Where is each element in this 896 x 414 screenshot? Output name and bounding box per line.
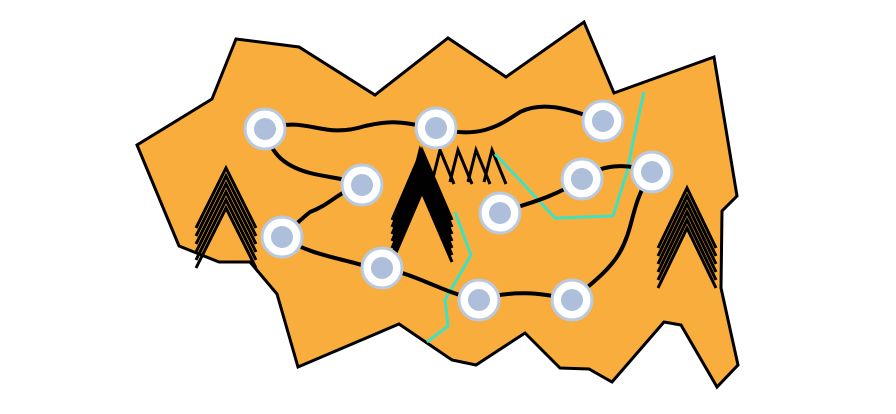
location-node-n1[interactable]	[243, 107, 287, 151]
route-path	[434, 104, 605, 135]
mountain-ridge-icon	[194, 172, 258, 237]
mountain-ridge-icon	[656, 200, 718, 265]
location-node-n9[interactable]	[560, 157, 604, 201]
mountain-peak-icon	[430, 145, 456, 185]
node-core	[271, 226, 293, 248]
mountain-ridge-icon	[656, 184, 718, 249]
mountain-ridge-icon	[656, 208, 718, 273]
location-node-n11[interactable]	[478, 191, 522, 235]
location-node-n8[interactable]	[550, 278, 594, 322]
mountain-ridge-icon	[194, 180, 258, 245]
mountain-ridge-icon	[390, 167, 454, 242]
node-core	[468, 289, 490, 311]
mountain-ridge-icon	[656, 216, 718, 281]
mountain-ridge-icon	[194, 196, 258, 261]
mountain-ridge-icon	[656, 192, 718, 257]
river-north	[493, 91, 646, 220]
mountain-ridge-icon	[194, 164, 258, 229]
mountain-peak-icon	[410, 145, 436, 185]
mountain-ridge-icon	[390, 146, 454, 221]
mountain-ridge-icon	[390, 174, 454, 249]
mountain-ridge-icon	[656, 224, 718, 289]
location-node-n7[interactable]	[457, 278, 501, 322]
mountain-range-ridge	[410, 145, 508, 185]
mountain-range-west	[194, 164, 258, 269]
location-node-n10[interactable]	[630, 150, 674, 194]
route-path	[570, 170, 654, 302]
mountain-peak-icon	[482, 145, 508, 185]
location-node-n5[interactable]	[260, 215, 304, 259]
node-core	[571, 168, 593, 190]
node-core	[561, 289, 583, 311]
mountain-ridge-icon	[390, 181, 454, 256]
river-south	[426, 211, 473, 344]
mountain-ridge-icon	[194, 188, 258, 253]
mountain-range-east	[656, 184, 718, 289]
node-core	[592, 110, 614, 132]
mountain-ridge-icon	[390, 160, 454, 235]
location-node-n2[interactable]	[414, 106, 458, 150]
node-core	[351, 174, 373, 196]
location-node-n3[interactable]	[340, 163, 384, 207]
route-path	[263, 120, 438, 133]
node-core	[425, 117, 447, 139]
location-node-n4[interactable]	[581, 99, 625, 143]
mountain-ridge-icon	[194, 204, 258, 269]
mountain-ridge-icon	[390, 188, 454, 263]
location-node-n6[interactable]	[360, 246, 404, 290]
node-core	[371, 257, 393, 279]
mountain-peak-icon	[448, 145, 474, 185]
node-core	[254, 118, 276, 140]
node-core	[641, 161, 663, 183]
location-nodes	[243, 99, 674, 322]
node-core	[489, 202, 511, 224]
